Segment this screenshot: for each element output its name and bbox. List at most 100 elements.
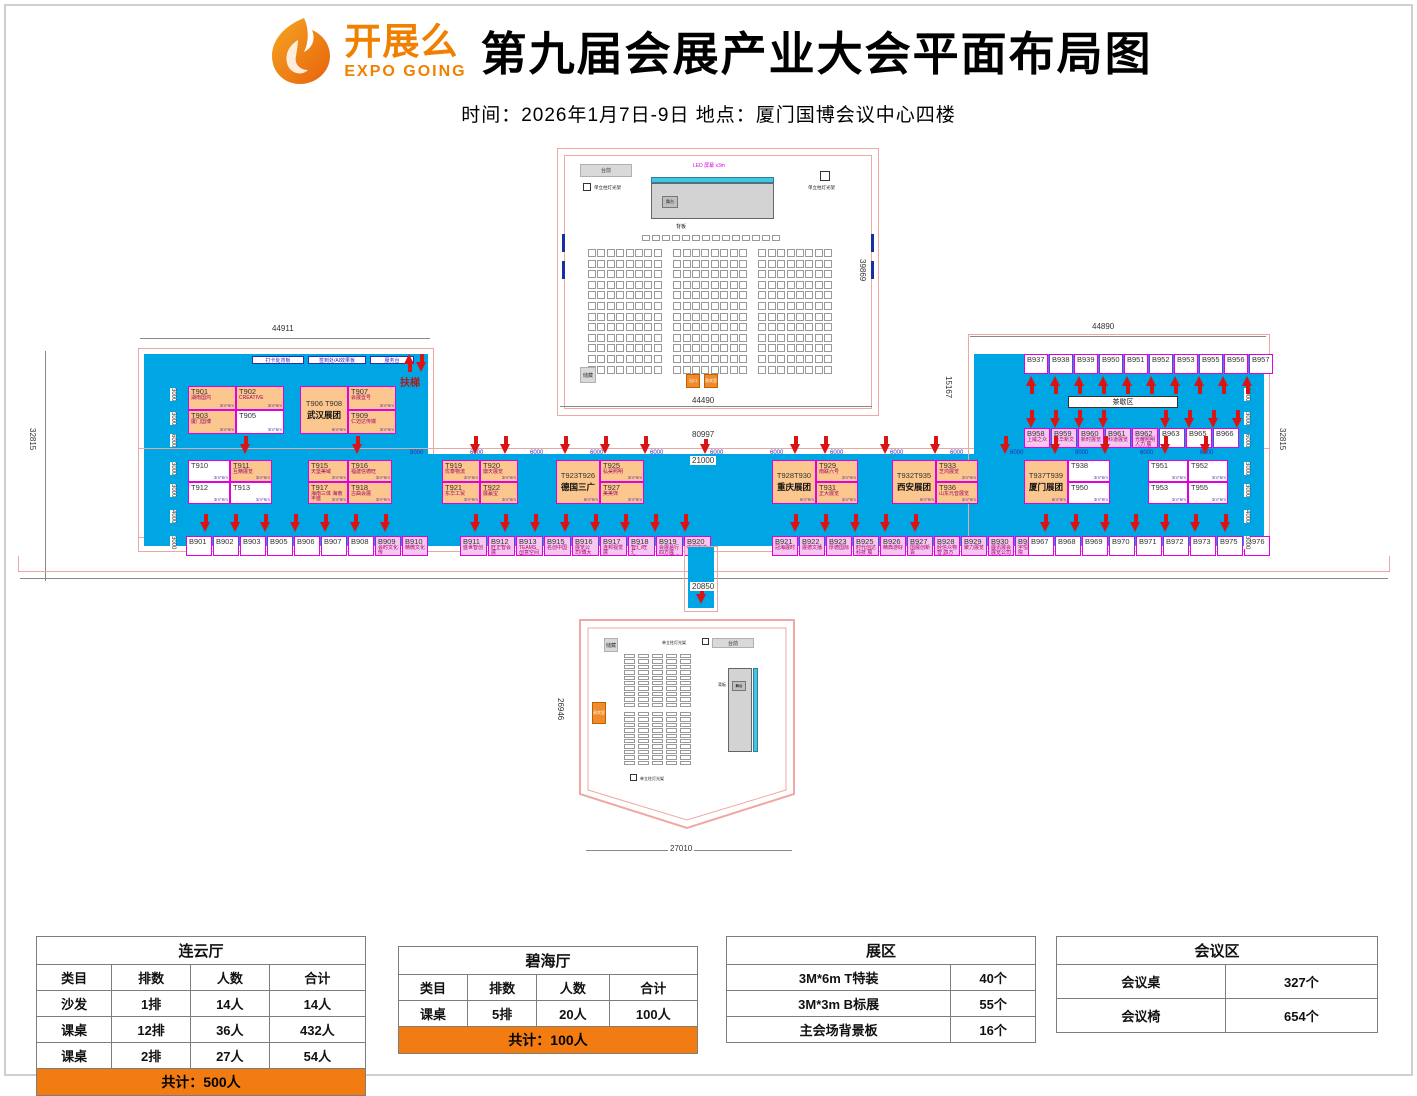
lianyun-r2c2: 27人	[189, 1042, 270, 1069]
booth-b973[interactable]: B973	[1190, 536, 1216, 556]
booth-b950[interactable]: B950	[1099, 354, 1123, 374]
booth-b972[interactable]: B972	[1163, 536, 1189, 556]
booth-b903[interactable]: B903	[240, 536, 266, 556]
booth-code: B969	[1085, 537, 1103, 546]
table-row: 沙发 1排 14人 14人	[35, 990, 367, 1017]
booth-b969[interactable]: B969	[1082, 536, 1108, 556]
booth-b951[interactable]: B951	[1124, 354, 1148, 374]
booth-b952[interactable]: B952	[1149, 354, 1173, 374]
booth-b937[interactable]: B937	[1024, 354, 1048, 374]
booth-b901[interactable]: B901	[186, 536, 212, 556]
seat	[625, 291, 634, 300]
booth-company-name: 仁迈达传媒	[351, 418, 377, 425]
booth-b967[interactable]: B967	[1028, 536, 1054, 556]
seat	[653, 323, 662, 332]
booth-b939[interactable]: B939	[1074, 354, 1098, 374]
booth-b957[interactable]: B957	[1249, 354, 1273, 374]
seat	[824, 333, 833, 342]
booth-b971[interactable]: B971	[1136, 536, 1162, 556]
booth-b968[interactable]: B968	[1055, 536, 1081, 556]
arrow-down-icon	[1100, 514, 1111, 532]
booth-b953[interactable]: B953	[1174, 354, 1198, 374]
booth-b963[interactable]: B963	[1159, 428, 1185, 448]
booth-b955[interactable]: B955	[1199, 354, 1223, 374]
booth-b908[interactable]: B908	[348, 536, 374, 556]
lianyun-total: 共计：500人	[36, 1068, 366, 1096]
booth-b966[interactable]: B966	[1213, 428, 1239, 448]
booth-b975[interactable]: B975	[1217, 536, 1243, 556]
seat	[638, 744, 649, 749]
booth-b907[interactable]: B907	[321, 536, 347, 556]
booth-b938[interactable]: B938	[1049, 354, 1073, 374]
lianyun-r1c3: 432人	[268, 1016, 367, 1043]
booth-code: B916	[575, 537, 593, 546]
booth-b902[interactable]: B902	[213, 536, 239, 556]
booth-b970[interactable]: B970	[1109, 536, 1135, 556]
span-dim-label: 6000	[950, 450, 964, 456]
booth-b956[interactable]: B956	[1224, 354, 1248, 374]
booth-b905[interactable]: B905	[267, 536, 293, 556]
booth-code: T922	[483, 483, 501, 492]
booth-b906[interactable]: B906	[294, 536, 320, 556]
